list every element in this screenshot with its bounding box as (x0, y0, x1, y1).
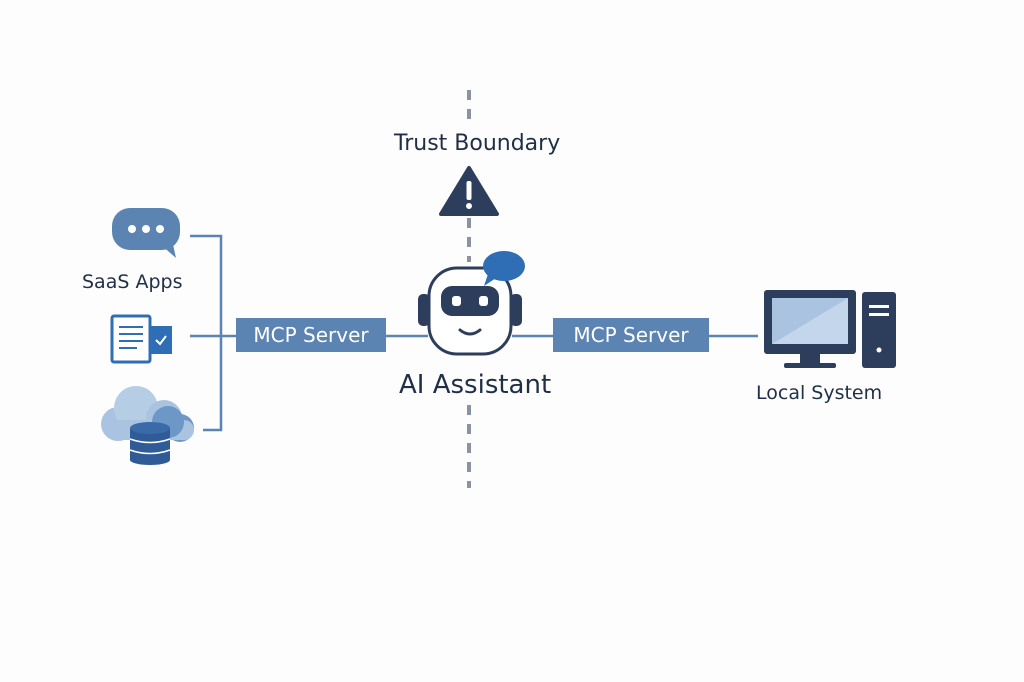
robot-assistant-icon (418, 251, 525, 356)
left-bracket-connector (190, 234, 236, 432)
local-system-label: Local System (756, 382, 883, 404)
right-mcp-server-box: MCP Server (553, 318, 709, 352)
cloud-database-icon (101, 386, 194, 465)
left-mcp-server-box: MCP Server (236, 318, 386, 352)
desktop-computer-icon (764, 290, 896, 368)
saas-apps-label: SaaS Apps (82, 271, 183, 293)
speech-bubble-icon (112, 208, 180, 258)
warning-triangle-icon (439, 166, 499, 216)
trust-boundary-label: Trust Boundary (394, 131, 561, 156)
ai-assistant-label: AI Assistant (399, 370, 552, 400)
document-icon (110, 314, 172, 364)
